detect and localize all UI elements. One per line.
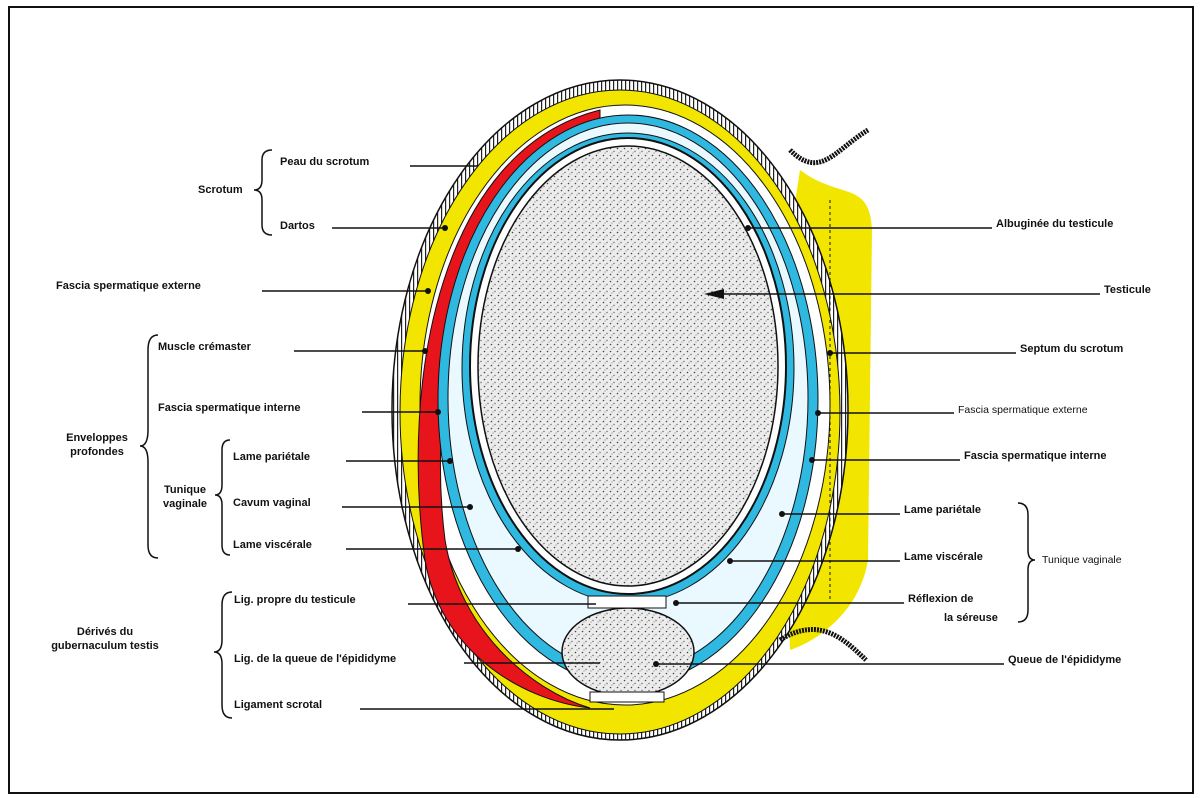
label-tunique-1: Tunique	[152, 484, 218, 497]
label-derives-1: Dérivés du	[50, 626, 160, 639]
brace-tunique-right	[1018, 503, 1035, 622]
label-scrotum-group: Scrotum	[198, 184, 243, 197]
label-enveloppes-1: Enveloppes	[52, 432, 142, 445]
label-cavum: Cavum vaginal	[233, 497, 311, 510]
label-enveloppes-2: profondes	[52, 446, 142, 459]
label-testicule: Testicule	[1104, 284, 1151, 297]
brace-derives	[214, 592, 232, 718]
label-tunique-right: Tunique vaginale	[1042, 554, 1122, 567]
brace-enveloppes	[140, 335, 158, 558]
testis	[478, 146, 778, 586]
label-cremaster: Muscle crémaster	[158, 341, 251, 354]
label-lame-viscerale-right: Lame viscérale	[904, 551, 983, 564]
label-fascia-ext-left: Fascia spermatique externe	[56, 280, 201, 293]
label-albuginee: Albuginée du testicule	[996, 218, 1113, 231]
skin-fold-top	[790, 130, 868, 163]
brace-scrotum	[254, 150, 272, 235]
label-lig-scrotal: Ligament scrotal	[234, 699, 322, 712]
label-lig-propre: Lig. propre du testicule	[234, 594, 356, 607]
label-tunique-2: vaginale	[152, 498, 218, 511]
label-fascia-int-right: Fascia spermatique interne	[964, 450, 1106, 463]
label-derives-2: gubernaculum testis	[50, 640, 160, 653]
label-lame-parietale-right: Lame pariétale	[904, 504, 981, 517]
label-reflexion-1: Réflexion de	[908, 593, 973, 606]
testis-ligament	[588, 596, 666, 608]
label-lig-queue: Lig. de la queue de l'épididyme	[234, 653, 396, 666]
label-septum: Septum du scrotum	[1020, 343, 1123, 356]
label-lame-viscerale-left: Lame viscérale	[233, 539, 312, 552]
epididymis-tail	[562, 608, 694, 696]
label-fascia-ext-right: Fascia spermatique externe	[958, 404, 1088, 417]
label-fascia-int-left: Fascia spermatique interne	[158, 402, 300, 415]
label-lame-parietale-left: Lame pariétale	[233, 451, 310, 464]
label-queue: Queue de l'épididyme	[1008, 654, 1121, 667]
scrotal-ligament	[590, 692, 664, 702]
label-reflexion-2: la séreuse	[944, 612, 998, 625]
label-dartos: Dartos	[280, 220, 315, 233]
label-peau-scrotum: Peau du scrotum	[280, 156, 369, 169]
